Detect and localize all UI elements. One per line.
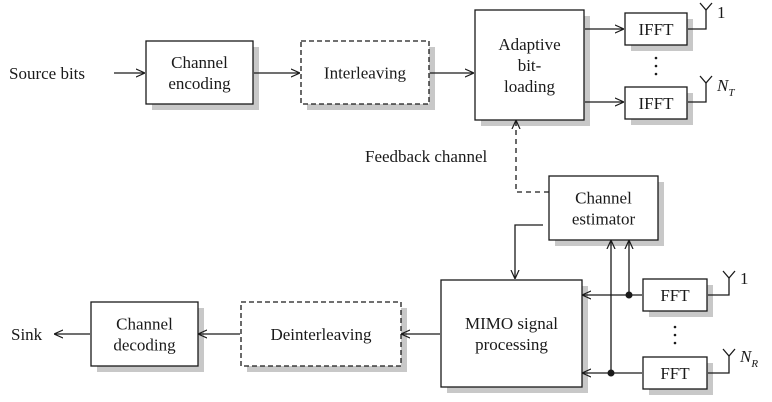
rx-antenna-n-sub: R (750, 358, 758, 370)
adaptive-bit-loading-block: Adaptive bit-loading (474, 9, 590, 126)
adaptive-bit-loading-block-frame (474, 9, 585, 121)
source-bits-label: Source bits (9, 64, 85, 83)
ifft-block-n: IFFT (624, 86, 693, 125)
junction-dot-fft-1 (625, 291, 633, 299)
adaptive-bit-loading-block-label: Adaptive (498, 35, 560, 54)
deinterleaving-block-label: Deinterleaving (270, 325, 372, 344)
channel-decoding-block-label: decoding (113, 336, 176, 355)
tx-antenna-n-sub: T (728, 87, 735, 99)
rx-ellipsis-dot (673, 333, 677, 337)
adaptive-bit-loading-block-label: bit- (518, 56, 542, 75)
fft-block-n: FFT (642, 356, 713, 395)
channel-decoding-block: Channel decoding (90, 301, 204, 372)
arrow-estimator-to-mimo (515, 224, 543, 278)
antennas (699, 2, 736, 357)
deinterleaving-block: Deinterleaving (240, 301, 407, 372)
rx-antenna-n-main: N (739, 347, 753, 366)
mimo-signal-processing-block-label: MIMO signal (465, 314, 558, 333)
channel-encoding-block: Channel encoding (145, 40, 259, 110)
sink-label: Sink (11, 325, 43, 344)
channel-decoding-block-frame (90, 301, 199, 367)
mimo-signal-processing-block: MIMO signal processing (440, 279, 588, 393)
mimo-signal-processing-block-label: processing (475, 335, 548, 354)
junction-dot-fft-n (607, 369, 615, 377)
wire-antenna-to-fft-1 (708, 278, 730, 296)
fft-block-1-frame (642, 278, 708, 312)
rx-antenna-n-label: NR (739, 347, 758, 370)
adaptive-bit-loading-block-label: loading (504, 77, 555, 96)
ifft-block-1: IFFT (624, 12, 693, 51)
tx-ellipsis-dot (654, 56, 658, 60)
ellipsis-dots (654, 56, 677, 345)
interleaving-block: Interleaving (300, 40, 435, 110)
rx-antenna-1-icon (722, 270, 736, 279)
channel-estimator-block-frame (548, 175, 659, 241)
tx-antenna-n-main: N (716, 76, 730, 95)
rx-antenna-n-icon (722, 348, 736, 357)
mimo-signal-processing-block-frame (440, 279, 583, 388)
rx-ellipsis-dot (673, 325, 677, 329)
fft-block-1-label: FFT (660, 286, 690, 305)
fft-block-1: FFT (642, 278, 713, 317)
tx-antenna-n-icon (699, 75, 713, 84)
interleaving-block-label: Interleaving (324, 64, 407, 83)
rx-ellipsis-dot (673, 341, 677, 345)
wire-ifft-1-to-antenna (688, 10, 707, 30)
channel-estimator-block: Channel estimator (548, 175, 664, 246)
channel-encoding-block-label: Channel (171, 53, 228, 72)
wire-antenna-to-fft-n (708, 356, 730, 374)
ifft-block-n-label: IFFT (639, 94, 675, 113)
arrow-feedback-channel (516, 121, 549, 193)
tx-antenna-n-label: NT (716, 76, 735, 99)
channel-decoding-block-label: Channel (116, 315, 173, 334)
tx-antenna-1-label: 1 (717, 3, 726, 22)
fft-block-n-label: FFT (660, 364, 690, 383)
ifft-block-1-frame (624, 12, 688, 46)
interleaving-block-frame (300, 40, 430, 105)
channel-estimator-block-label: estimator (572, 210, 636, 229)
rx-antenna-1-label: 1 (740, 269, 749, 288)
fft-block-n-frame (642, 356, 708, 390)
deinterleaving-block-frame (240, 301, 402, 367)
connectors (55, 10, 730, 377)
feedback-channel-label: Feedback channel (365, 147, 488, 166)
ifft-block-1-label: IFFT (639, 20, 675, 39)
ifft-block-n-frame (624, 86, 688, 120)
wire-ifft-n-to-antenna (688, 83, 707, 103)
channel-encoding-block-frame (145, 40, 254, 105)
tx-ellipsis-dot (654, 72, 658, 76)
tx-ellipsis-dot (654, 64, 658, 68)
channel-estimator-block-label: Channel (575, 189, 632, 208)
channel-encoding-block-label: encoding (168, 74, 231, 93)
tx-antenna-1-icon (699, 2, 713, 11)
